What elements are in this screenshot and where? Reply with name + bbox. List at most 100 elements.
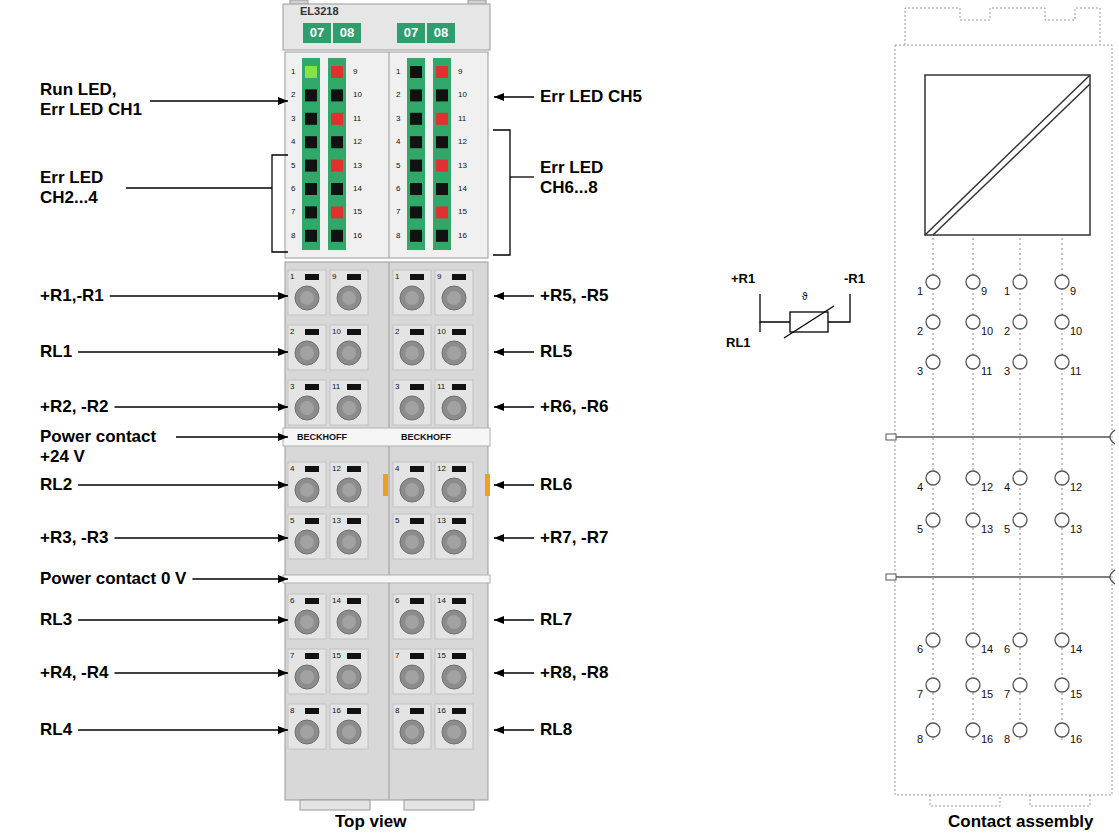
terminal-contact — [337, 665, 361, 689]
led-number: 4 — [396, 137, 400, 147]
led-number: 6 — [396, 184, 400, 194]
contact-point — [1055, 723, 1069, 737]
terminal-cell — [393, 649, 431, 694]
terminal-number: 9 — [332, 272, 336, 282]
leader-line — [115, 537, 289, 538]
led-number: 11 — [458, 114, 466, 124]
led — [410, 66, 422, 78]
terminal-contact — [337, 341, 361, 365]
led-label: Run LED, Err LED CH1 — [40, 80, 144, 119]
bracket — [272, 155, 288, 252]
leader-line — [78, 729, 288, 730]
led-number: 15 — [458, 207, 467, 217]
led — [331, 183, 343, 195]
terminal-contact — [337, 610, 361, 634]
contact-number: 3 — [917, 365, 923, 377]
terminal-label: +R3, -R3 — [40, 528, 109, 548]
terminal-cell — [288, 649, 326, 694]
symbol-label: ϑ — [802, 291, 807, 303]
channel-code: 07 — [303, 23, 331, 43]
leader-line — [192, 578, 288, 579]
led-number: 7 — [291, 207, 295, 217]
leader-line — [176, 436, 288, 437]
terminal-number: 6 — [395, 596, 399, 606]
terminal-cell — [435, 594, 473, 639]
terminal-contact — [337, 478, 361, 502]
orange-marker — [485, 474, 490, 496]
terminal-number: 5 — [395, 516, 399, 526]
bracket — [493, 130, 510, 255]
led-number: 16 — [353, 231, 362, 241]
terminal-cell — [288, 514, 326, 559]
led-number: 8 — [291, 231, 295, 241]
light-guide — [302, 58, 320, 250]
led — [305, 160, 317, 172]
spring-opening — [410, 653, 424, 659]
terminal-number: 14 — [437, 596, 446, 606]
led — [331, 230, 343, 242]
led — [305, 66, 317, 78]
led-number: 10 — [458, 90, 467, 100]
terminal-number: 7 — [290, 651, 294, 661]
spring-opening — [410, 274, 424, 280]
led — [410, 136, 422, 148]
spring-opening — [305, 384, 319, 390]
terminal-number: 1 — [290, 272, 294, 282]
terminal-number: 2 — [290, 327, 294, 337]
contact-number: 4 — [917, 481, 923, 493]
leader-line — [494, 729, 534, 730]
terminal-number: 4 — [395, 464, 399, 474]
led-number: 14 — [458, 184, 467, 194]
contact-point — [966, 723, 980, 737]
contact-point — [1013, 633, 1027, 647]
spring-opening — [347, 384, 361, 390]
terminal-number: 12 — [332, 464, 341, 474]
spring-opening — [347, 274, 361, 280]
contact-point — [1055, 315, 1069, 329]
terminal-contact — [342, 535, 356, 549]
leader-line — [494, 537, 534, 538]
terminal-contact — [447, 670, 461, 684]
contact-point — [1055, 513, 1069, 527]
contact-number: 12 — [981, 481, 993, 493]
terminal-contact — [342, 291, 356, 305]
terminal-contact — [342, 346, 356, 360]
contact-point — [926, 471, 940, 485]
terminal-contact — [300, 670, 314, 684]
terminal-number: 5 — [290, 516, 294, 526]
terminal-number: 11 — [437, 382, 445, 392]
brand-text: BECKHOFF — [297, 432, 347, 442]
contact-number: 13 — [1070, 523, 1082, 535]
terminal-contact — [405, 483, 419, 497]
contact-number: 10 — [1070, 325, 1082, 337]
terminal-contact — [295, 286, 319, 310]
terminal-cell — [288, 325, 326, 370]
contact-number: 3 — [1004, 365, 1010, 377]
led — [331, 136, 343, 148]
led-number: 4 — [291, 137, 295, 147]
spring-opening — [452, 518, 466, 524]
spring-opening — [410, 466, 424, 472]
module-foot — [404, 800, 474, 810]
terminal-number: 4 — [290, 464, 294, 474]
dotted-wire — [973, 238, 974, 740]
power-end — [886, 434, 896, 440]
led — [331, 89, 343, 101]
terminal-contact — [295, 610, 319, 634]
module-cap — [283, 4, 490, 50]
led — [436, 113, 448, 125]
power-contact-band — [283, 428, 490, 446]
power-label: Power contact 0 V — [40, 569, 186, 589]
led-number: 9 — [353, 67, 357, 77]
channel-box — [427, 23, 455, 43]
led-number: 5 — [291, 161, 295, 171]
contact-number: 8 — [1004, 733, 1010, 745]
contact-point — [1013, 513, 1027, 527]
converter-line — [933, 84, 1090, 235]
contact-number: 5 — [917, 523, 923, 535]
led — [436, 89, 448, 101]
contact-point — [966, 678, 980, 692]
leader-line — [115, 672, 289, 673]
terminal-contact — [400, 530, 424, 554]
